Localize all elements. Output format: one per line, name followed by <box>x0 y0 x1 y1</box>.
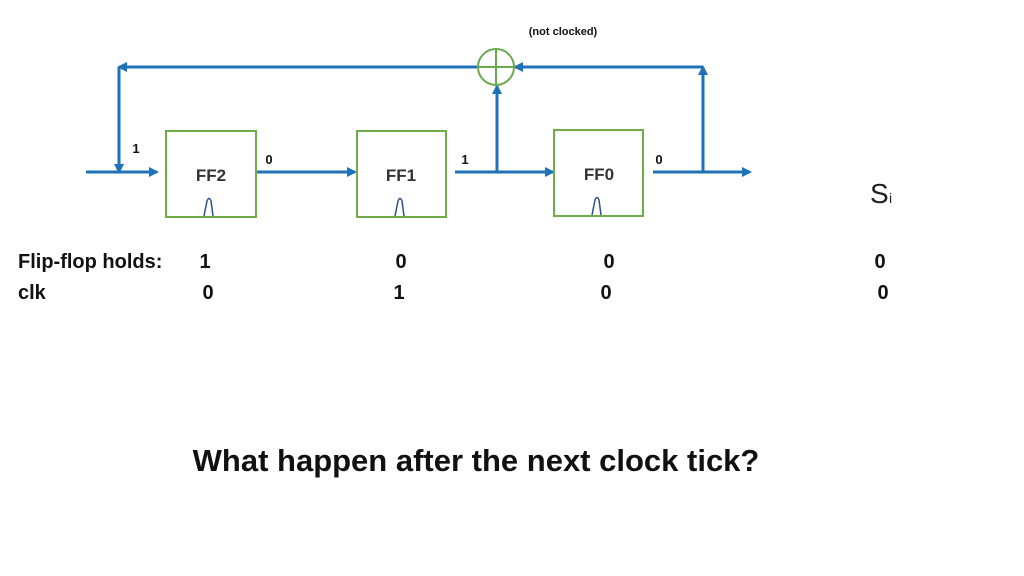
clock-input-icon <box>591 196 602 216</box>
clk-value-ff0: 0 <box>600 282 611 304</box>
ff0-label: FF0 <box>584 165 614 184</box>
clk-value-output: 0 <box>877 282 888 304</box>
ff0-output-value-label: 0 <box>655 152 662 167</box>
holds-value-ff1: 0 <box>395 251 406 273</box>
clock-input-icon <box>203 197 214 217</box>
feedback-value-label: 1 <box>132 141 139 156</box>
holds-value-ff0: 0 <box>603 251 614 273</box>
clk-row-label: clk <box>18 282 47 304</box>
clk-value-ff2: 0 <box>202 282 213 304</box>
flipflop-ff0: FF0 <box>553 129 644 217</box>
ff1-output-value-label: 1 <box>461 152 468 167</box>
not-clocked-note: (not clocked) <box>529 26 598 38</box>
ff2-output-value-label: 0 <box>265 152 272 167</box>
holds-value-ff2: 1 <box>199 251 210 273</box>
output-label-subscript: i <box>889 190 892 206</box>
flipflop-ff2: FF2 <box>165 130 257 218</box>
holds-value-output: 0 <box>874 251 885 273</box>
question-text: What happen after the next clock tick? <box>193 443 760 478</box>
ff1-label: FF1 <box>386 166 416 185</box>
xor-gate-icon <box>477 48 515 86</box>
holds-row-label: Flip-flop holds: <box>18 251 162 273</box>
flipflop-ff1: FF1 <box>356 130 447 218</box>
output-label-s: S <box>870 178 889 209</box>
clk-value-ff1: 1 <box>393 282 404 304</box>
ff2-label: FF2 <box>196 166 226 185</box>
clock-input-icon <box>394 197 405 217</box>
